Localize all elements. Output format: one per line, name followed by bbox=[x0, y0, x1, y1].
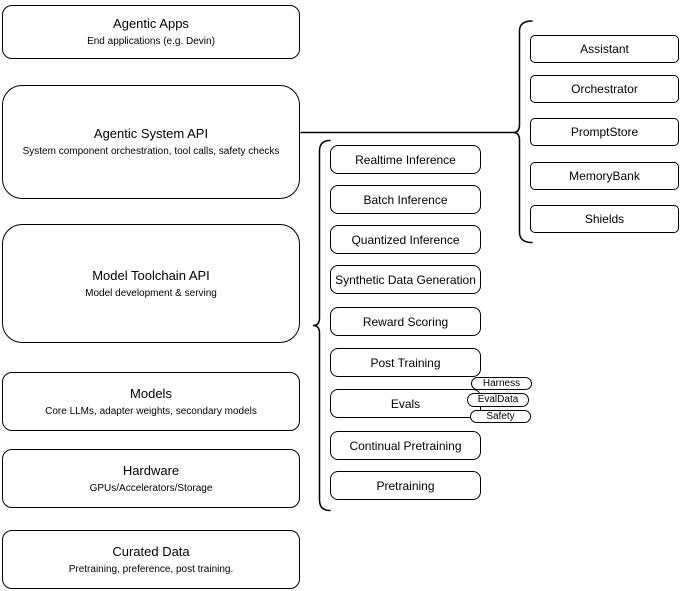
node-subtitle: End applications (e.g. Devin) bbox=[87, 36, 215, 47]
node-subtitle: System component orchestration, tool cal… bbox=[22, 146, 280, 157]
node-pretraining: Pretraining bbox=[330, 471, 481, 500]
tag-harness: Harness bbox=[471, 377, 532, 390]
node-continual-pretraining: Continual Pretraining bbox=[330, 431, 481, 460]
node-subtitle: Pretraining, preference, post training. bbox=[68, 563, 234, 575]
node-synthetic-data-generation: Synthetic Data Generation bbox=[330, 265, 481, 294]
node-post-training: Post Training bbox=[330, 348, 481, 377]
node-batch-inference: Batch Inference bbox=[330, 185, 481, 214]
node-realtime-inference: Realtime Inference bbox=[330, 145, 481, 174]
node-model-toolchain-api: Model Toolchain API Model development & … bbox=[2, 224, 300, 343]
node-title: Model Toolchain API bbox=[92, 267, 210, 283]
toolchain-bracket bbox=[312, 139, 331, 512]
node-models: Models Core LLMs, adapter weights, secon… bbox=[2, 372, 300, 431]
node-title: Hardware bbox=[122, 462, 180, 478]
node-title: Agentic Apps bbox=[113, 16, 189, 31]
node-agentic-apps: Agentic Apps End applications (e.g. Devi… bbox=[2, 5, 300, 59]
node-title: Models bbox=[130, 385, 172, 401]
node-evals: Evals bbox=[330, 389, 481, 418]
node-orchestrator: Orchestrator bbox=[530, 75, 679, 103]
node-agentic-system-api: Agentic System API System component orch… bbox=[2, 85, 300, 199]
tag-safety: Safety bbox=[470, 410, 531, 423]
node-subtitle: Core LLMs, adapter weights, secondary mo… bbox=[45, 405, 257, 417]
node-quantized-inference: Quantized Inference bbox=[330, 225, 481, 254]
node-promptstore: PromptStore bbox=[530, 118, 679, 146]
node-curated-data: Curated Data Pretraining, preference, po… bbox=[2, 530, 300, 589]
node-subtitle: Model development & serving bbox=[85, 287, 217, 299]
node-memorybank: MemoryBank bbox=[530, 162, 679, 190]
node-hardware: Hardware GPUs/Accelerators/Storage bbox=[2, 449, 300, 508]
node-title: Agentic System API bbox=[93, 126, 209, 141]
node-assistant: Assistant bbox=[530, 35, 679, 63]
node-title: Curated Data bbox=[112, 543, 190, 559]
node-reward-scoring: Reward Scoring bbox=[330, 307, 481, 336]
tag-evaldata: EvalData bbox=[467, 393, 529, 407]
node-shields: Shields bbox=[530, 205, 679, 233]
node-subtitle: GPUs/Accelerators/Storage bbox=[89, 482, 213, 494]
system-bracket bbox=[512, 20, 533, 244]
